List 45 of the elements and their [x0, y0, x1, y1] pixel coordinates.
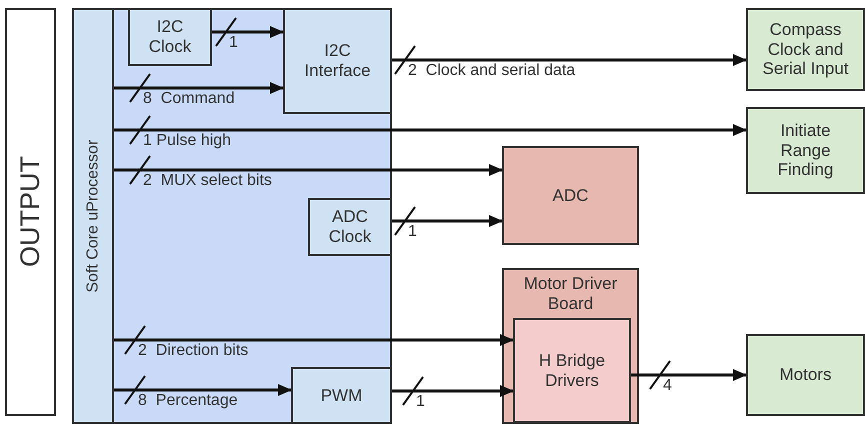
- process-box: [746, 107, 865, 194]
- edge-label: 8 Percentage: [138, 392, 238, 410]
- edge-label: 2 MUX select bits: [143, 172, 272, 190]
- box-label: Soft Core uProcessor: [84, 140, 102, 292]
- process-box: [746, 8, 865, 91]
- box-label: PWM: [320, 386, 364, 406]
- process-box: [128, 8, 212, 66]
- board-box: [72, 8, 392, 424]
- board-box: [502, 268, 639, 424]
- edge-label: 1: [416, 393, 425, 411]
- arrow: [114, 124, 747, 136]
- edge-label: 1: [408, 223, 417, 241]
- box-label: I2C Clock: [148, 17, 192, 57]
- box-label: Compass Clock and Serial Input: [762, 20, 850, 79]
- box-label: I2C Interface: [303, 41, 372, 81]
- process-box: [746, 334, 865, 416]
- edge-label: 2 Direction bits: [138, 342, 248, 360]
- edge-label: 1: [229, 34, 238, 52]
- box-label: ADC: [552, 186, 590, 206]
- edge-label: 1 Pulse high: [143, 132, 232, 150]
- arrow: [114, 82, 284, 94]
- process-box: [513, 318, 631, 423]
- box-label: Initiate Range Finding: [776, 121, 834, 180]
- process-box: [502, 146, 639, 245]
- arrow: [392, 385, 514, 397]
- arrow: [114, 384, 292, 396]
- arrow: [631, 369, 747, 381]
- box-heading: Motor Driver Board: [522, 274, 618, 314]
- processor-bar: [72, 8, 114, 424]
- edge-label: 8 Command: [143, 90, 235, 108]
- edge-label: 2 Clock and serial data: [408, 62, 576, 80]
- process-box: [283, 8, 392, 114]
- arrow: [114, 164, 503, 176]
- arrow: [114, 334, 514, 346]
- box-label: OUTPUT: [14, 156, 46, 268]
- box-label: ADC Clock: [328, 207, 372, 247]
- arrow: [392, 215, 503, 227]
- edge-label: 4: [663, 377, 672, 395]
- box-label: H Bridge Drivers: [538, 350, 606, 390]
- arrow: [392, 54, 747, 66]
- arrow: [212, 26, 284, 38]
- box-label: Motors: [778, 365, 832, 385]
- output-box: [5, 8, 56, 416]
- process-box: [291, 367, 392, 424]
- process-box: [308, 198, 392, 256]
